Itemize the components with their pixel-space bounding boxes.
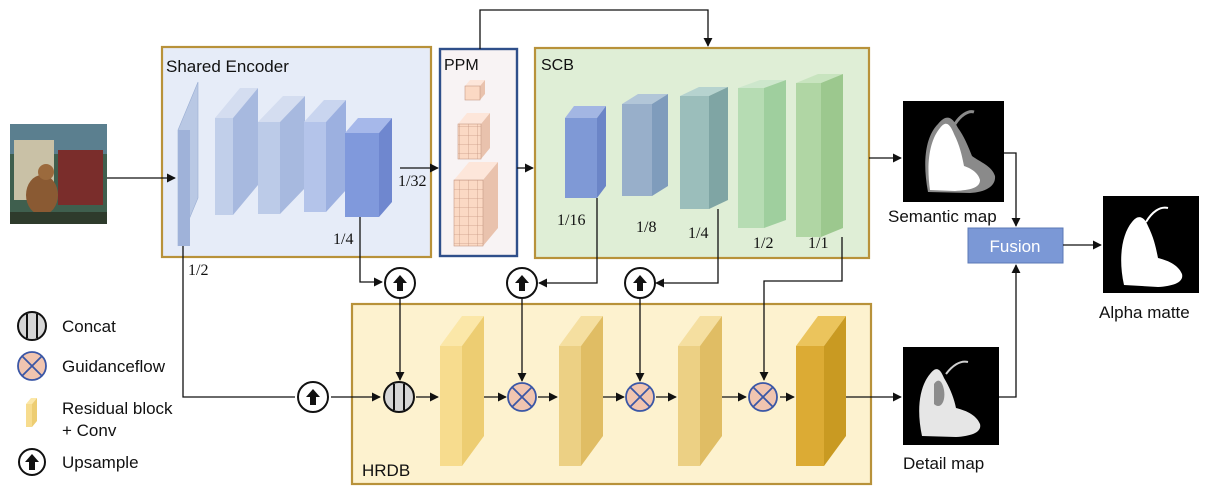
legend-upsample-label: Upsample xyxy=(62,453,139,472)
shared-encoder-label: Shared Encoder xyxy=(166,57,289,76)
detail-map-label: Detail map xyxy=(903,454,984,473)
hrdb-block-4 xyxy=(796,316,846,466)
hrdb-module xyxy=(350,302,873,486)
ppm-label: PPM xyxy=(444,57,479,74)
scale-label-scb-1-2: 1/2 xyxy=(753,235,773,252)
fusion-label: Fusion xyxy=(989,237,1040,256)
upsample-op-1 xyxy=(297,381,329,413)
scb-label: SCB xyxy=(541,57,574,74)
semantic-map-label: Semantic map xyxy=(888,207,997,226)
connection-arrows xyxy=(107,9,1102,402)
encoder-block-3 xyxy=(258,96,305,214)
encoder-block-5 xyxy=(345,118,392,217)
ppm-pool-medium xyxy=(457,113,490,160)
legend-residual-block-icon xyxy=(26,398,37,427)
legend-guidanceflow-label: Guidanceflow xyxy=(62,357,166,376)
scale-label-scb-1-8: 1/8 xyxy=(636,219,656,236)
upsample-op-4 xyxy=(624,267,656,299)
upsample-op-2 xyxy=(384,267,416,299)
scale-label-enc-1-2: 1/2 xyxy=(188,262,208,279)
scb-block-4 xyxy=(738,80,786,228)
alpha-matte-image xyxy=(1103,196,1199,293)
detail-map-image xyxy=(903,347,999,445)
scb-block-5 xyxy=(796,74,843,237)
legend-concat-label: Concat xyxy=(62,317,116,336)
legend-residual-label-line2: + Conv xyxy=(62,421,117,440)
scb-block-3 xyxy=(680,87,728,209)
scale-label-scb-1-4: 1/4 xyxy=(688,225,708,242)
scb-block-1 xyxy=(565,106,606,198)
scale-label-enc-1-32: 1/32 xyxy=(398,173,426,190)
legend-upsample-icon xyxy=(18,448,46,476)
alpha-matte-label: Alpha matte xyxy=(1099,303,1190,322)
legend-concat-icon xyxy=(17,311,47,341)
guidanceflow-op-2 xyxy=(625,382,655,412)
scale-label-enc-1-4: 1/4 xyxy=(333,231,353,248)
guidanceflow-op-3 xyxy=(748,382,778,412)
upsample-op-3 xyxy=(506,267,538,299)
fusion-box xyxy=(967,227,1064,264)
scale-label-scb-1-16: 1/16 xyxy=(557,212,585,229)
semantic-map-image xyxy=(903,101,1004,202)
encoder-block-1 xyxy=(177,81,199,247)
encoder-block-2 xyxy=(215,88,258,215)
input-image xyxy=(10,124,107,224)
scb-block-2 xyxy=(622,94,668,196)
hrdb-block-2 xyxy=(559,316,603,466)
guidanceflow-op-1 xyxy=(507,382,537,412)
legend-residual-label-line1: Residual block xyxy=(62,399,173,418)
scale-label-scb-1-1: 1/1 xyxy=(808,235,828,252)
legend: Concat Guidanceflow Residual block + Con… xyxy=(17,311,173,476)
hrdb-block-3 xyxy=(678,316,722,466)
ppm-pool-large xyxy=(453,162,498,247)
concat-op xyxy=(383,381,415,413)
ppm-pool-small xyxy=(464,80,485,101)
hrdb-block-1 xyxy=(440,316,484,466)
hrdb-label: HRDB xyxy=(362,461,410,480)
legend-guidanceflow-icon xyxy=(17,351,47,381)
encoder-block-4 xyxy=(304,100,346,212)
